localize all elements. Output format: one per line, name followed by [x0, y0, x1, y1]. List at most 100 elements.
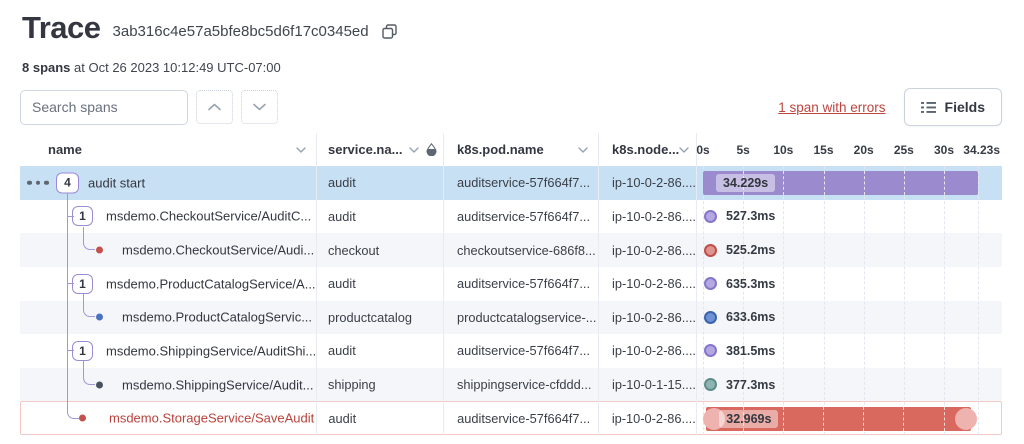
node-cell: ip-10-0-1-15.... [598, 368, 696, 402]
span-name: msdemo.ShippingService/AuditShi... [106, 343, 316, 358]
row-menu-icon[interactable] [27, 181, 49, 186]
span-row[interactable]: msdemo.ProductCatalogServic... productca… [20, 301, 1002, 335]
span-duration-dot [704, 277, 717, 290]
timeline-cell: 377.3ms [696, 368, 1002, 402]
span-name-cell: msdemo.ProductCatalogServic... [20, 301, 316, 335]
span-count: 8 spans [22, 60, 70, 75]
trace-summary: 8 spans at Oct 26 2023 10:12:49 UTC-07:0… [22, 60, 281, 75]
collapse-badge[interactable]: 1 [72, 274, 93, 294]
spans-table: name service.na... k8s.pod.name k8s.node… [20, 133, 1002, 435]
span-name-cell: 1 msdemo.ProductCatalogService/A... [20, 267, 316, 301]
axis-tick: 34.23s [963, 143, 1000, 157]
span-status-dot [96, 381, 103, 388]
span-row[interactable]: 1 msdemo.ShippingService/AuditShi... aud… [20, 334, 1002, 368]
node-cell: ip-10-0-2-86.... [598, 233, 696, 267]
copy-icon[interactable] [381, 23, 398, 40]
page-header: Trace 3ab316c4e57a5bfe8bc5d6f17c0345ed [22, 10, 398, 46]
search-input[interactable] [20, 90, 188, 125]
list-icon [921, 101, 936, 114]
duration-label: 635.3ms [726, 277, 775, 291]
pod-cell: shippingservice-cfddd... [443, 368, 598, 402]
span-name: msdemo.CheckoutService/AuditC... [106, 209, 311, 224]
span-duration-dot [704, 210, 717, 223]
droplet-icon[interactable] [426, 143, 437, 156]
span-row[interactable]: msdemo.ShippingService/Audit... shipping… [20, 368, 1002, 402]
column-label: service.na... [328, 142, 402, 157]
span-name-cell: msdemo.ShippingService/Audit... [20, 368, 316, 402]
pod-cell: auditservice-57f664f7... [443, 334, 598, 368]
column-header-k8s-pod-name[interactable]: k8s.pod.name [443, 133, 598, 166]
column-header-name[interactable]: name [20, 133, 316, 166]
timeline-cell: 34.229s [696, 166, 1002, 200]
pod-cell: auditservice-57f664f7... [443, 200, 598, 234]
node-cell: ip-10-0-2-86.... [598, 166, 696, 200]
timeline-cell: 527.3ms [696, 200, 1002, 234]
timeline-cell: 32.969s [696, 402, 1001, 434]
timeline-cell: 635.3ms [696, 267, 1002, 301]
column-header-k8s-node[interactable]: k8s.node... [598, 133, 696, 166]
axis-tick: 15s [813, 143, 833, 157]
span-duration-bar[interactable]: 32.969s [706, 407, 971, 431]
span-status-dot [96, 247, 103, 254]
span-name: msdemo.CheckoutService/Audi... [122, 243, 314, 258]
pod-cell: auditservice-57f664f7... [443, 402, 598, 434]
duration-label: 34.229s [716, 174, 775, 192]
duration-label: 633.6ms [726, 310, 775, 324]
duration-label: 525.2ms [726, 243, 775, 257]
column-header-service-name[interactable]: service.na... [316, 133, 443, 166]
collapse-badge[interactable]: 4 [56, 172, 79, 193]
column-label: k8s.node... [612, 142, 679, 157]
span-row-audit-start[interactable]: 4 audit start audit auditservice-57f664f… [20, 166, 1002, 200]
pod-cell: checkoutservice-686f8... [443, 233, 598, 267]
collapse-badge[interactable]: 1 [72, 341, 93, 361]
span-row[interactable]: 1 msdemo.ProductCatalogService/A... audi… [20, 267, 1002, 301]
span-status-dot [96, 314, 103, 321]
trace-id: 3ab316c4e57a5bfe8bc5d6f17c0345ed [113, 23, 369, 40]
collapse-badge[interactable]: 1 [72, 206, 93, 226]
previous-match-button[interactable] [196, 90, 233, 124]
pod-cell: auditservice-57f664f7... [443, 267, 598, 301]
span-row[interactable]: msdemo.CheckoutService/Audi... checkout … [20, 233, 1002, 267]
chevron-down-icon [679, 147, 689, 153]
span-errors-link[interactable]: 1 span with errors [778, 100, 885, 115]
span-name: msdemo.ProductCatalogServic... [122, 310, 312, 325]
service-cell: shipping [316, 368, 443, 402]
service-cell: audit [316, 402, 443, 434]
span-name: msdemo.ProductCatalogService/A... [106, 276, 316, 291]
span-duration-dot [704, 311, 717, 324]
chevron-up-icon [207, 102, 222, 112]
axis-tick: 30s [934, 143, 954, 157]
duration-label: 527.3ms [726, 209, 775, 223]
span-name-cell: 1 msdemo.CheckoutService/AuditC... [20, 200, 316, 234]
span-duration-dot [704, 344, 717, 357]
timeline-axis: 0s5s10s15s20s25s30s34.23s [696, 133, 1002, 166]
service-cell: audit [316, 267, 443, 301]
service-cell: audit [316, 200, 443, 234]
node-cell: ip-10-0-2-86.... [598, 267, 696, 301]
page-title: Trace [22, 10, 101, 46]
service-cell: productcatalog [316, 301, 443, 335]
table-body: 4 audit start audit auditservice-57f664f… [20, 166, 1002, 435]
duration-label: 32.969s [719, 410, 778, 428]
fields-button[interactable]: Fields [904, 88, 1002, 126]
node-cell: ip-10-0-2-86.... [598, 334, 696, 368]
timeline-cell: 381.5ms [696, 334, 1002, 368]
span-row-error[interactable]: msdemo.StorageService/SaveAudit audit au… [20, 401, 1002, 435]
span-row[interactable]: 1 msdemo.CheckoutService/AuditC... audit… [20, 200, 1002, 234]
trace-timestamp: at Oct 26 2023 10:12:49 UTC-07:00 [70, 60, 280, 75]
chevron-down-icon [296, 147, 306, 153]
span-duration-dot [704, 244, 717, 257]
pod-cell: auditservice-57f664f7... [443, 166, 598, 200]
toolbar: 1 span with errors Fields [20, 88, 1002, 126]
span-duration-bar[interactable]: 34.229s [703, 171, 978, 195]
span-status-dot [79, 415, 86, 422]
next-match-button[interactable] [241, 90, 278, 124]
service-cell: audit [316, 334, 443, 368]
axis-tick: 20s [854, 143, 874, 157]
timeline-cell: 525.2ms [696, 233, 1002, 267]
table-header: name service.na... k8s.pod.name k8s.node… [20, 133, 1002, 166]
axis-tick: 5s [736, 143, 749, 157]
chevron-down-icon [578, 147, 588, 153]
chevron-down-icon [252, 102, 267, 112]
